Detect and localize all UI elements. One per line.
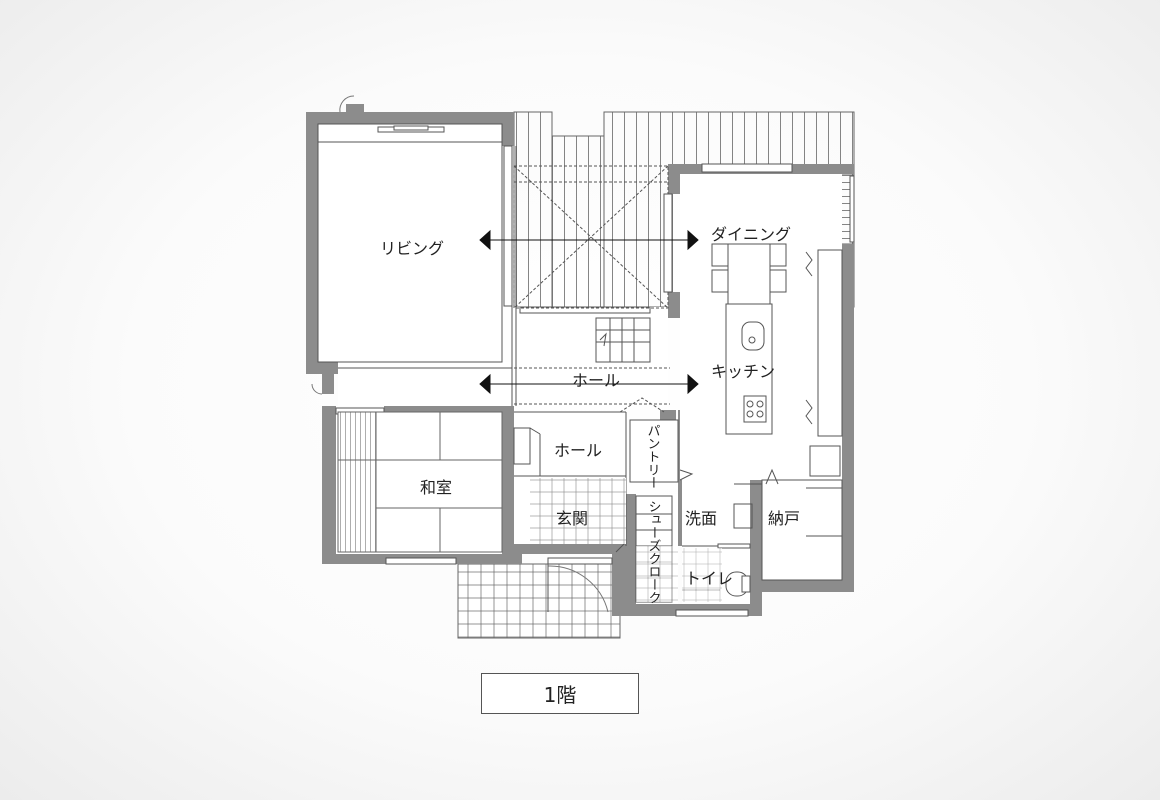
label-dining: ダイニング [711, 225, 791, 244]
label-nando: 納戸 [768, 509, 800, 528]
room-labels: リビング ダイニング キッチン ホール ホール 和室 玄関 洗面 トイレ 納戸 … [380, 225, 800, 604]
deck-left [513, 111, 553, 308]
nando-floor [762, 480, 842, 580]
living-floor [318, 124, 502, 362]
label-shoes-cloak: シューズクローク [646, 500, 661, 604]
floor-label: 1階 [543, 683, 577, 707]
floor-label-box: 1階 [481, 673, 639, 714]
hall-floor [514, 307, 668, 410]
label-hall-upper: ホール [572, 371, 620, 390]
label-senmen: 洗面 [685, 509, 717, 528]
label-hall-lower: ホール [554, 441, 602, 460]
entry-porch-tiles [457, 563, 621, 639]
label-washitsu: 和室 [420, 478, 452, 497]
interior-lines [311, 95, 855, 617]
label-toilet: トイレ [685, 569, 733, 588]
hall-lower-floor [514, 412, 626, 482]
deck-stair-void [551, 135, 605, 308]
label-genkan: 玄関 [556, 509, 588, 528]
senmen-floor [682, 480, 750, 546]
pantry-floor [630, 420, 678, 482]
label-living: リビング [380, 239, 444, 258]
tatami-mats [337, 411, 503, 553]
label-pantry: パントリー [645, 424, 661, 489]
genkan-tiles [530, 478, 722, 602]
section-arrows [479, 229, 699, 395]
label-kitchen: キッチン [711, 362, 775, 381]
